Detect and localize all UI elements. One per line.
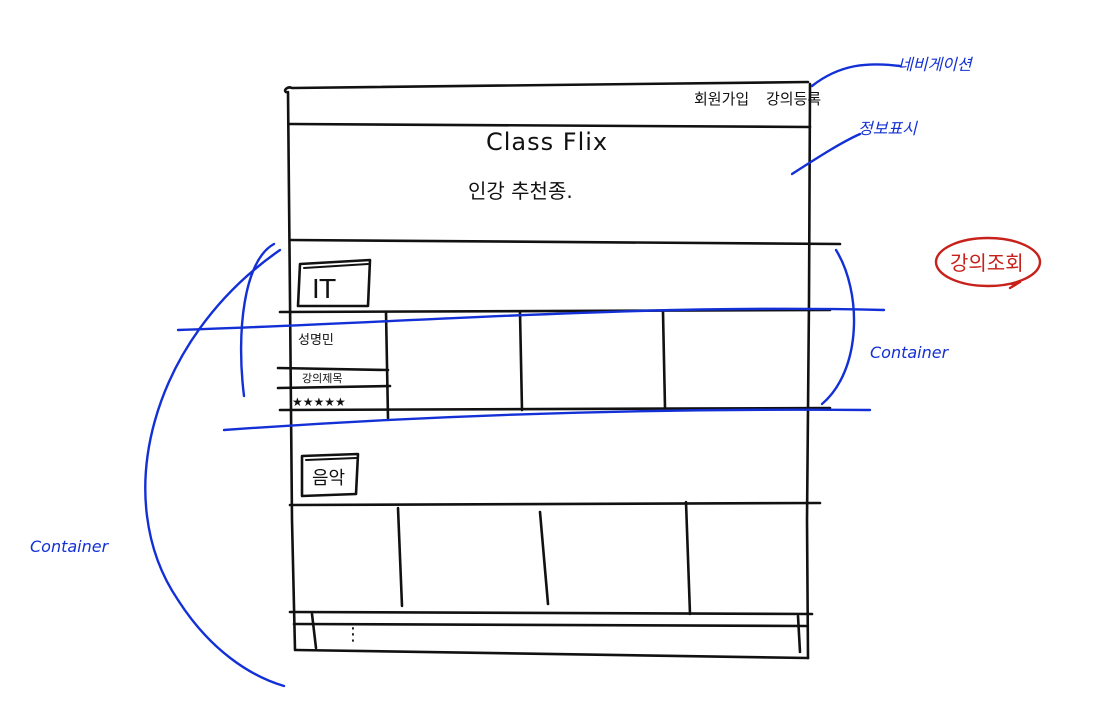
section-tag-label: IT	[312, 275, 336, 305]
section-music: 음악	[288, 452, 822, 616]
hero-title: Class Flix	[486, 128, 608, 156]
hero-subtitle: 인강 추천종.	[468, 179, 573, 203]
footer: ⋮	[292, 612, 808, 654]
course-rating: ★★★★★	[292, 395, 346, 409]
section-tag-label: 음악	[312, 468, 345, 489]
annotation-navbar: 네비게이션	[810, 55, 974, 88]
course-card[interactable]: 성명민 강의제목 ★★★★★	[276, 333, 392, 409]
navbar: 회원가입 강의등록	[288, 90, 821, 129]
annotation-course-lookup: 강의조회	[934, 236, 1042, 290]
section-tag-music[interactable]: 음악	[300, 452, 360, 498]
course-name: 강의제목	[302, 372, 342, 385]
annotation-info-label: 정보표시	[858, 119, 918, 138]
hero: Class Flix 인강 추천종.	[288, 128, 842, 246]
annotation-container-inner: Container	[176, 242, 950, 432]
annotation-course-lookup-label: 강의조회	[950, 251, 1024, 275]
course-instructor: 성명민	[298, 333, 334, 348]
annotation-info: 정보표시	[790, 119, 918, 176]
annotation-container-outer: Container	[30, 248, 286, 688]
nav-register-course[interactable]: 강의등록	[766, 90, 821, 108]
nav-signup[interactable]: 회원가입	[694, 90, 749, 108]
annotation-container-right-label: Container	[870, 343, 950, 362]
footer-more-icon[interactable]: ⋮	[344, 624, 362, 645]
annotation-container-left-label: Container	[30, 537, 110, 556]
section-it: IT 성명민 강의제목 ★★★★★	[276, 258, 832, 420]
annotation-navbar-label: 네비게이션	[898, 55, 974, 74]
section-tag-it[interactable]: IT	[296, 258, 372, 308]
